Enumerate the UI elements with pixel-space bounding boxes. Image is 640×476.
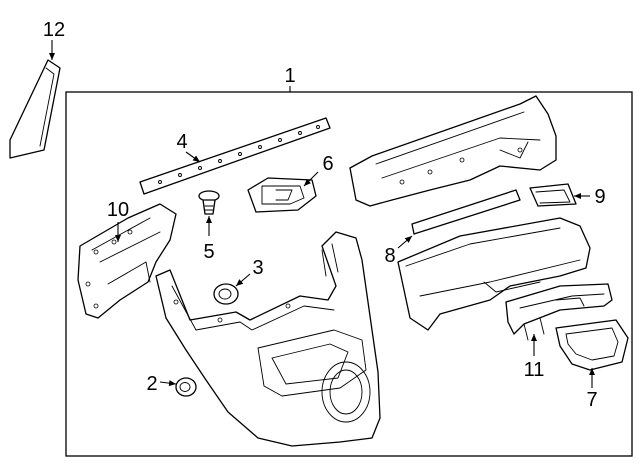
part-5-push-pin <box>198 190 220 215</box>
callout-10: 10 <box>107 199 129 221</box>
callout-4: 4 <box>176 131 187 153</box>
callout-9: 9 <box>594 186 605 208</box>
assembly-frame <box>65 91 633 457</box>
callout-3: 3 <box>252 257 263 279</box>
callout-12: 12 <box>43 19 65 41</box>
callout-8: 8 <box>384 245 395 267</box>
callout-5: 5 <box>203 241 214 263</box>
part-4-weatherstrip <box>139 117 331 195</box>
door-upper-bolster <box>349 95 557 207</box>
part-3-fastener <box>213 283 239 305</box>
callout-2: 2 <box>146 373 157 395</box>
callout-11: 11 <box>524 359 545 381</box>
part-6-handle-bezel <box>247 177 317 213</box>
callout-7: 7 <box>586 389 597 411</box>
leader-lines <box>49 40 595 388</box>
callout-1: 1 <box>284 65 295 87</box>
part-10-upper-trim <box>77 203 177 319</box>
callout-6: 6 <box>322 153 333 175</box>
part-9-insert <box>529 183 577 207</box>
callout-labels: 1 2 3 4 5 6 7 8 9 10 11 12 <box>43 19 606 411</box>
part-2-fastener <box>175 377 197 397</box>
part-7-pull-cup <box>555 319 629 371</box>
part-11-switch-bezel <box>505 283 613 341</box>
armrest <box>397 217 591 331</box>
part-8-trim-strip <box>411 189 521 235</box>
part-12-pillar-trim <box>9 59 61 159</box>
door-trim-panel <box>155 231 381 447</box>
